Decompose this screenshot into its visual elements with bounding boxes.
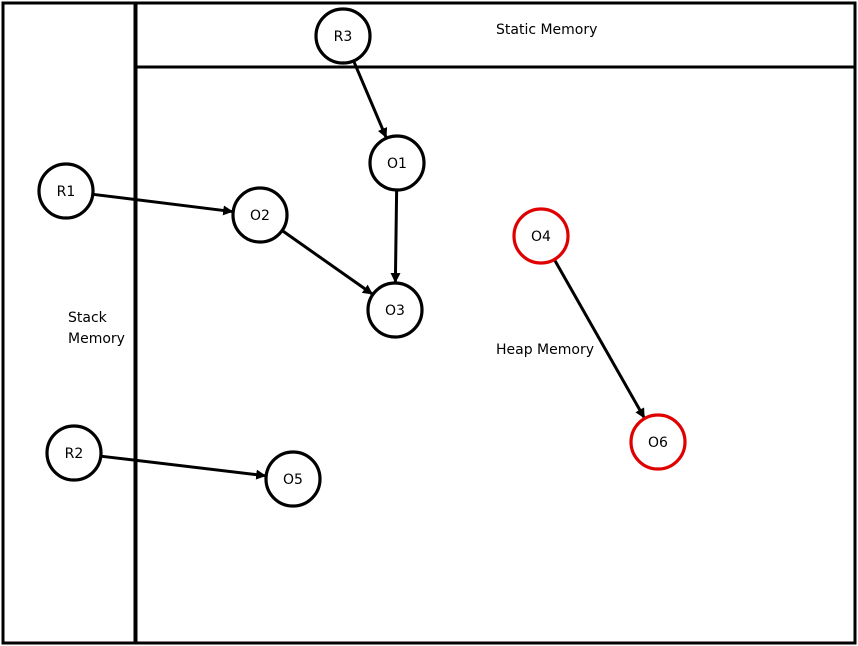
edges-group: [92, 60, 646, 480]
stack-memory-label-line1: Stack: [68, 310, 108, 326]
node-r2: R2: [45, 424, 103, 482]
node-o5-label: O5: [283, 472, 303, 488]
heap-memory-label: Heap Memory: [496, 342, 594, 358]
node-r3-label: R3: [334, 29, 353, 45]
node-r3: R3: [314, 7, 372, 65]
node-o5: O5: [264, 450, 322, 508]
edge-o1-o3: [390, 189, 401, 284]
node-o1-label: O1: [387, 156, 407, 172]
node-o1: O1: [368, 134, 426, 192]
stack-memory-label-line2: Memory: [68, 331, 125, 347]
node-r3-circle: [314, 7, 372, 65]
edge-r2-o5: [100, 454, 267, 480]
node-o1-circle: [368, 134, 426, 192]
node-o3-circle: [366, 281, 424, 339]
edge-r1-o2: [92, 192, 234, 216]
node-r1-circle: [37, 162, 95, 220]
edge-o4-o6: [553, 258, 646, 419]
node-o2: O2: [231, 186, 289, 244]
node-o2-circle: [231, 186, 289, 244]
node-r2-label: R2: [65, 446, 84, 462]
node-o4-circle: [512, 207, 570, 265]
node-o5-circle: [264, 450, 322, 508]
node-o6-label: O6: [648, 435, 668, 451]
node-r2-circle: [45, 424, 103, 482]
node-o4: O4: [512, 207, 570, 265]
node-o6-circle: [629, 413, 687, 471]
node-o3: O3: [366, 281, 424, 339]
node-o2-label: O2: [250, 208, 270, 224]
edge-r3-o1: [352, 60, 388, 139]
node-o6: O6: [629, 413, 687, 471]
edge-o2-o3: [281, 229, 373, 296]
node-r1-label: R1: [57, 184, 76, 200]
static-memory-label: Static Memory: [496, 22, 597, 38]
node-r1: R1: [37, 162, 95, 220]
node-o4-label: O4: [531, 229, 551, 245]
node-o3-label: O3: [385, 303, 405, 319]
heap-memory-region: [134, 65, 857, 645]
